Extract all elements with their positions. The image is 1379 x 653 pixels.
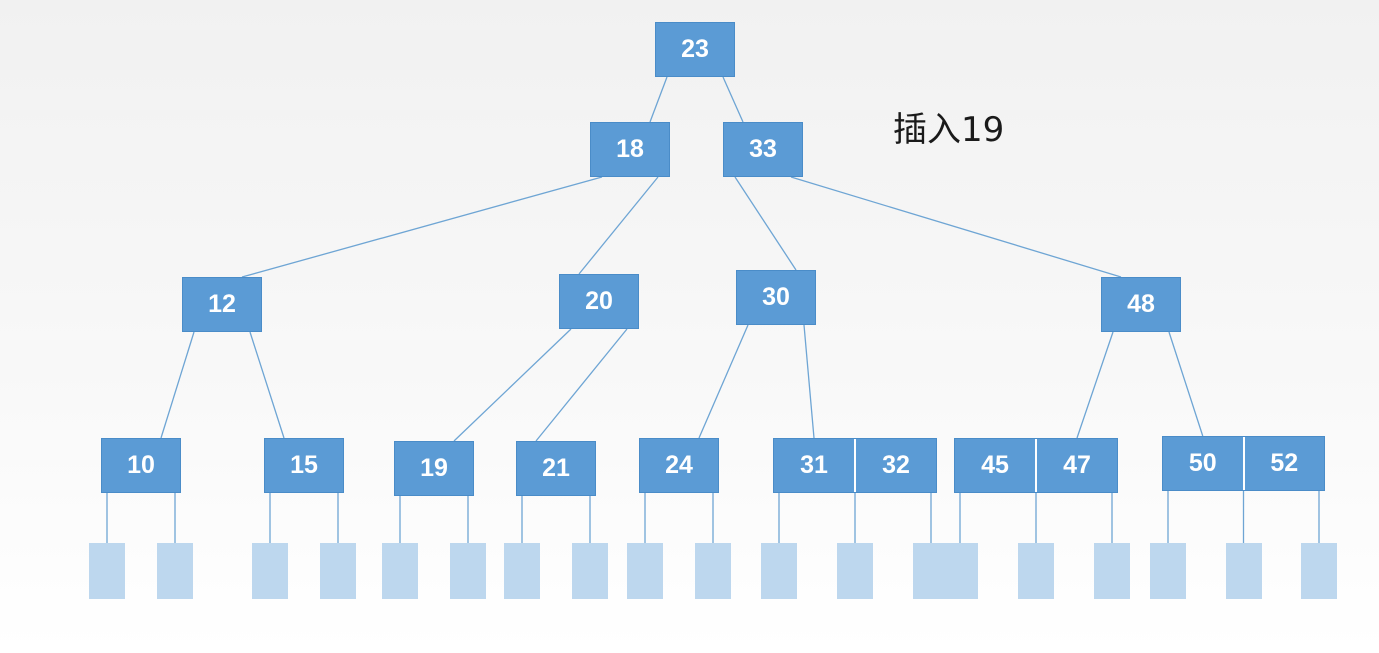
- tree-edge: [803, 324, 815, 439]
- tree-node-19: 19: [394, 441, 474, 496]
- tree-node-23: 23: [655, 22, 735, 77]
- tree-edge: [160, 331, 195, 439]
- null-leaf: [252, 543, 288, 599]
- tree-node-33: 33: [723, 122, 803, 177]
- null-leaf: [89, 543, 125, 599]
- null-leaf: [627, 543, 663, 599]
- node-key: 24: [665, 451, 693, 479]
- node-key: 23: [681, 35, 709, 63]
- node-key: 52: [1242, 437, 1325, 490]
- tree-node-24: 24: [639, 438, 719, 493]
- tree-edge: [734, 176, 797, 271]
- null-leaf: [1301, 543, 1337, 599]
- node-key: 48: [1127, 290, 1155, 318]
- tree-node-12: 12: [182, 277, 262, 332]
- null-leaf: [572, 543, 608, 599]
- tree-edge: [249, 331, 285, 439]
- null-leaf: [1225, 543, 1262, 599]
- tree-node-50-52: 50 52: [1162, 436, 1325, 491]
- tree-edge: [453, 328, 572, 442]
- tree-edge: [578, 176, 659, 275]
- null-leaf: [382, 543, 418, 599]
- node-key: 20: [585, 287, 613, 315]
- null-leaf: [837, 543, 873, 599]
- null-leaf: [1094, 543, 1130, 599]
- null-leaf: [695, 543, 731, 599]
- caption-insert-19: 插入19: [893, 110, 1005, 150]
- tree-node-10: 10: [101, 438, 181, 493]
- tree-edge: [698, 324, 749, 439]
- tree-node-15: 15: [264, 438, 344, 493]
- tree-edge: [1076, 331, 1114, 439]
- tree-node-18: 18: [590, 122, 670, 177]
- node-key: 30: [762, 283, 790, 311]
- tree-node-21: 21: [516, 441, 596, 496]
- null-leaf: [1150, 543, 1186, 599]
- node-key: 45: [981, 451, 1009, 479]
- tree-edge: [241, 176, 603, 278]
- node-key: 10: [127, 451, 155, 479]
- node-key: 33: [749, 135, 777, 163]
- node-key: 15: [290, 451, 318, 479]
- node-key: 21: [542, 454, 570, 482]
- tree-node-48: 48: [1101, 277, 1181, 332]
- node-key: 32: [854, 439, 936, 492]
- null-leaf: [942, 543, 978, 599]
- null-leaf: [450, 543, 486, 599]
- node-key: 47: [1035, 439, 1117, 492]
- tree-edge: [1168, 331, 1204, 437]
- tree-edge: [790, 176, 1122, 278]
- node-key: 12: [208, 290, 236, 318]
- tree-node-45-47: 45 47: [954, 438, 1118, 493]
- null-leaf: [761, 543, 797, 599]
- tree-node-31-32: 31 32: [773, 438, 937, 493]
- node-key: 19: [420, 454, 448, 482]
- node-key: 18: [616, 135, 644, 163]
- node-key: 50: [1188, 449, 1217, 477]
- tree-node-30: 30: [736, 270, 816, 325]
- null-leaf: [1018, 543, 1054, 599]
- tree-edge: [722, 76, 744, 123]
- node-key: 31: [800, 451, 828, 479]
- null-leaf: [504, 543, 540, 599]
- tree-edge: [535, 328, 628, 442]
- tree-node-20: 20: [559, 274, 639, 329]
- null-leaf: [157, 543, 193, 599]
- tree-edge: [649, 76, 668, 123]
- null-leaf: [320, 543, 356, 599]
